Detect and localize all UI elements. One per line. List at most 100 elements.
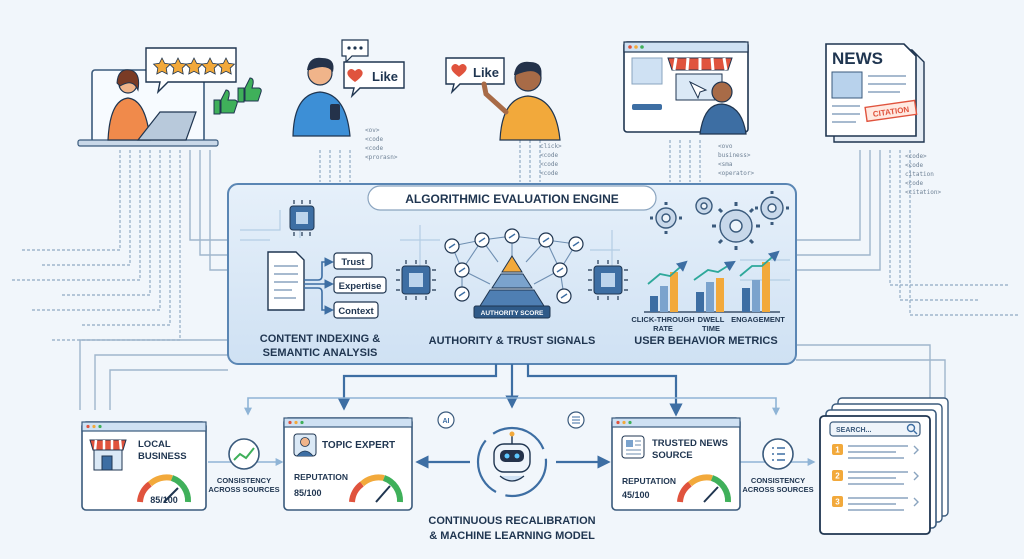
social-user-illustration: Like bbox=[292, 39, 405, 137]
evaluation-engine-panel: ALGORITHMIC EVALUATION ENGINE bbox=[227, 183, 797, 365]
heart-icon-2 bbox=[451, 64, 467, 77]
document-icon bbox=[267, 251, 305, 311]
content-indexing-label: CONTENT INDEXING & bbox=[260, 333, 380, 345]
result-item: 1 bbox=[832, 444, 919, 459]
code-snippets: <ov> <code <code <prorasn> click> <code … bbox=[365, 127, 942, 196]
code-snippet-line: click> bbox=[540, 143, 562, 150]
code-snippet-line: <code bbox=[365, 145, 383, 152]
storefront-icon bbox=[89, 439, 127, 471]
code-snippet-line: <code bbox=[365, 136, 383, 143]
topic-expert-score: 85/100 bbox=[294, 488, 322, 498]
local-business-card: LOCAL BUSINESS 85/100 bbox=[81, 421, 207, 511]
thumbs-up-icon bbox=[213, 77, 262, 115]
gear-teeth bbox=[650, 191, 789, 250]
topic-expert-title: TOPIC EXPERT bbox=[322, 440, 395, 451]
search-results-stack: SEARCH... 1 2 3 bbox=[819, 397, 949, 535]
business-browser-illustration bbox=[623, 41, 749, 135]
ml-model-label-2: & MACHINE LEARNING MODEL bbox=[429, 530, 595, 542]
code-snippet-line: <ovo bbox=[718, 143, 733, 150]
flow-arrows bbox=[208, 364, 816, 469]
link-icon bbox=[444, 228, 584, 304]
reviewer-illustration bbox=[77, 47, 262, 147]
consistency-indicator-left: CONSISTENCY ACROSS SOURCES bbox=[208, 438, 280, 494]
code-snippet-line: citation bbox=[905, 171, 934, 178]
metric-ctr-label: CLICK-THROUGH bbox=[631, 315, 694, 324]
code-snippet-line: <operator> bbox=[718, 170, 755, 177]
code-snippet-line: <ov> bbox=[365, 127, 380, 134]
like-label-2: Like bbox=[473, 65, 499, 80]
code-snippet-line: business> bbox=[718, 152, 751, 159]
topic-expert-card: TOPIC EXPERT REPUTATION 85/100 bbox=[283, 417, 413, 511]
result-item: 2 bbox=[832, 470, 919, 485]
consistency-label-2: ACROSS SOURCES bbox=[208, 485, 279, 494]
code-snippet-line: <prorasn> bbox=[365, 154, 398, 161]
ml-model-label: CONTINUOUS RECALIBRATION bbox=[428, 515, 595, 527]
semantic-tag-trust: Trust bbox=[333, 252, 373, 270]
reputation-gauge-icon-2 bbox=[349, 474, 404, 503]
citation-stamp: CITATION bbox=[864, 99, 918, 123]
user-behavior-label: USER BEHAVIOR METRICS bbox=[634, 335, 777, 347]
topic-expert-reputation-label: REPUTATION bbox=[294, 472, 348, 482]
code-snippet-line: <citation> bbox=[905, 189, 942, 196]
svg-text:Trust: Trust bbox=[341, 257, 365, 268]
news-source-score: 45/100 bbox=[622, 490, 650, 500]
code-snippet-line: <code> bbox=[905, 153, 927, 160]
local-business-score: 85/100 bbox=[150, 495, 178, 505]
search-placeholder: SEARCH... bbox=[836, 427, 871, 434]
laptop-icon bbox=[136, 111, 197, 141]
local-business-title: LOCAL bbox=[138, 439, 171, 450]
code-snippet-line: <code bbox=[905, 180, 923, 187]
semantic-analysis-label: SEMANTIC ANALYSIS bbox=[263, 347, 378, 359]
local-business-title-2: BUSINESS bbox=[138, 451, 187, 462]
ml-model-hub: AI CONTINUOUS RECALIBRATION & MACHINE LE… bbox=[428, 411, 596, 542]
storefront-awning-icon bbox=[667, 57, 733, 71]
svg-text:3: 3 bbox=[835, 498, 840, 507]
svg-text:1: 1 bbox=[835, 446, 840, 455]
newspaper-illustration: NEWS CITATION bbox=[825, 43, 925, 143]
news-source-title: TRUSTED NEWS bbox=[652, 438, 728, 449]
news-source-reputation-label: REPUTATION bbox=[622, 476, 676, 486]
five-star-rating-icon bbox=[152, 57, 236, 75]
result-item: 3 bbox=[832, 496, 919, 511]
svg-text:Expertise: Expertise bbox=[339, 281, 382, 292]
consistency-label-right-2: ACROSS SOURCES bbox=[742, 485, 813, 494]
authority-pyramid: AUTHORITY SCORE bbox=[473, 255, 551, 319]
svg-text:2: 2 bbox=[835, 472, 840, 481]
news-masthead: NEWS bbox=[832, 49, 883, 68]
heart-icon bbox=[347, 69, 363, 82]
authority-trust-label: AUTHORITY & TRUST SIGNALS bbox=[429, 335, 596, 347]
ai-badge-icon: AI bbox=[437, 411, 455, 429]
search-bar: SEARCH... bbox=[829, 421, 921, 437]
code-snippet-line: <code bbox=[540, 152, 558, 159]
cursor-icon bbox=[688, 80, 708, 100]
processor-chip-icon-2 bbox=[396, 260, 436, 300]
semantic-tag-expertise: Expertise bbox=[333, 276, 387, 294]
trend-up-icon bbox=[233, 447, 255, 461]
circuit-wires bbox=[10, 140, 1020, 410]
engaged-user-illustration: Like bbox=[445, 57, 561, 141]
metric-dwell-label-2: TIME bbox=[702, 324, 720, 333]
metric-ctr-label-2: RATE bbox=[653, 324, 673, 333]
code-snippet-line: <code bbox=[540, 161, 558, 168]
news-source-card: TRUSTED NEWS SOURCE REPUTATION 45/100 bbox=[611, 417, 741, 511]
news-article-icon bbox=[621, 435, 645, 459]
reputation-gauge-icon-3 bbox=[677, 474, 732, 503]
search-icon bbox=[906, 423, 916, 433]
robot-icon bbox=[493, 431, 531, 482]
processor-chip-icon bbox=[289, 200, 315, 236]
gear-icon bbox=[655, 196, 784, 243]
like-label: Like bbox=[372, 69, 398, 84]
news-source-title-2: SOURCE bbox=[652, 450, 693, 461]
svg-text:AI: AI bbox=[443, 418, 450, 425]
code-snippet-line: <code bbox=[540, 170, 558, 177]
code-snippet-line: <code bbox=[905, 162, 923, 169]
authority-score-label: AUTHORITY SCORE bbox=[481, 310, 544, 317]
metric-dwell-label: DWELL bbox=[698, 315, 725, 324]
svg-text:Context: Context bbox=[338, 306, 374, 317]
processor-chip-icon-3 bbox=[588, 260, 628, 300]
consistency-label-right: CONSISTENCY bbox=[751, 476, 805, 485]
behavior-bar-chart bbox=[644, 250, 780, 313]
consistency-label: CONSISTENCY bbox=[217, 476, 271, 485]
reputation-gauge-icon bbox=[137, 474, 192, 503]
